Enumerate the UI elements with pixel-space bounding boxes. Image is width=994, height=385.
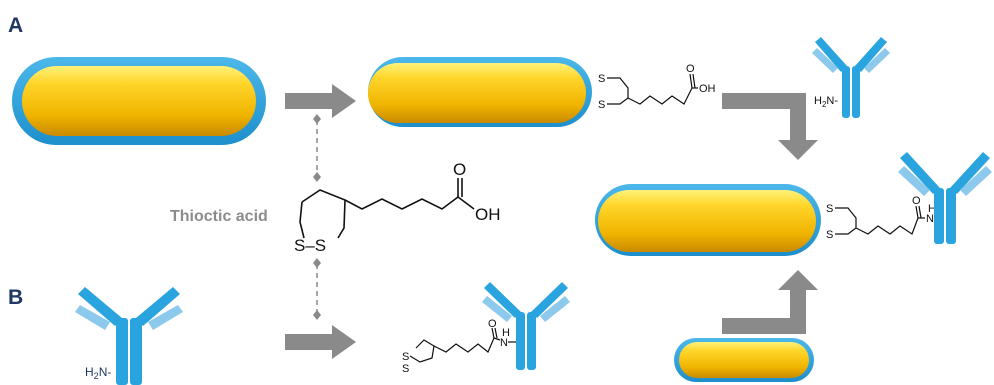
gold-nanorod-icon <box>12 57 266 145</box>
panel-label-b: B <box>8 286 23 309</box>
antibody-icon <box>482 282 570 370</box>
amide-n-label: N <box>926 213 934 225</box>
sulfur-label: S <box>598 73 605 85</box>
antibody-icon <box>75 287 183 385</box>
hydroxyl-label: OH <box>475 205 501 224</box>
gold-nanorod-icon <box>674 338 814 382</box>
oxygen-label: O <box>488 318 497 330</box>
arrow-icon <box>285 325 356 359</box>
oxygen-label: O <box>912 195 921 207</box>
thioctic-acid-structure: S–S O OH <box>294 160 501 255</box>
sulfur-label: S <box>826 203 833 215</box>
oxygen-label: O <box>686 63 695 75</box>
amide-h-label: H <box>928 203 936 215</box>
gold-nanorod-icon <box>368 57 592 127</box>
dashed-connector <box>313 114 321 320</box>
amide-n-label: N <box>500 337 508 349</box>
sulfur-label: S <box>598 99 605 111</box>
amine-label: H2N- <box>85 365 111 381</box>
amide-h-label: H <box>502 327 510 339</box>
arrow-icon <box>722 93 818 160</box>
ring-label: S <box>402 363 409 375</box>
thioctic-ligand-b: S S O N H <box>402 318 516 375</box>
arrow-icon <box>722 270 818 334</box>
antibody-icon <box>812 37 890 118</box>
gold-nanorod-icon <box>595 184 821 256</box>
thioctic-ligand: S S O OH <box>598 63 716 111</box>
disulfide-label: S–S <box>294 236 326 255</box>
ring-label: S <box>402 351 409 363</box>
compound-name: Thioctic acid <box>170 208 268 225</box>
hydroxyl-label: OH <box>699 83 716 95</box>
amine-label: H2N- <box>814 95 838 109</box>
panel-label-a: A <box>8 14 23 37</box>
antibody-icon <box>898 152 992 244</box>
thioctic-ligand: S S O N H <box>826 195 942 241</box>
arrow-icon <box>285 84 356 118</box>
carbonyl-oxygen-label: O <box>453 160 466 179</box>
sulfur-label: S <box>826 229 833 241</box>
